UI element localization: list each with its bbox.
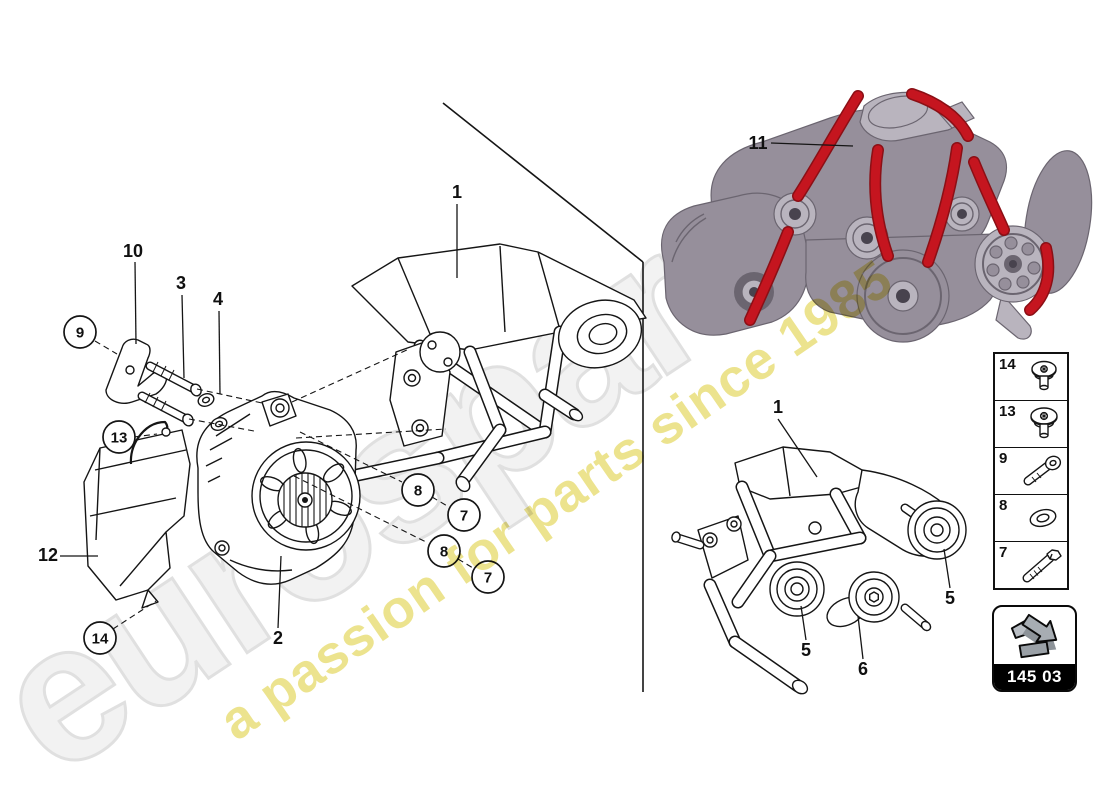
callout-8-lower[interactable]: 8 <box>427 534 461 568</box>
torx-screw-icon <box>1030 407 1058 439</box>
svg-text:7: 7 <box>460 508 468 525</box>
part-code-band: 145 03 <box>994 664 1075 690</box>
svg-text:8: 8 <box>440 544 448 561</box>
callout-5-right[interactable]: 5 <box>945 588 955 608</box>
washer-drawings <box>197 393 228 431</box>
svg-text:9: 9 <box>76 325 84 342</box>
callout-14[interactable]: 14 <box>83 621 117 655</box>
legend-number: 9 <box>999 450 1008 467</box>
legend-panel: 14 13 9 <box>993 352 1069 590</box>
torx-screw-icon <box>1031 360 1057 391</box>
svg-text:14: 14 <box>92 631 109 648</box>
legend-item-8[interactable]: 8 <box>995 495 1067 542</box>
washer-icon <box>1029 508 1057 528</box>
legend-number: 14 <box>999 356 1016 373</box>
callout-1-main[interactable]: 1 <box>452 182 462 202</box>
hex-bolt-icon <box>1022 549 1062 583</box>
callout-13[interactable]: 13 <box>102 420 136 454</box>
legend-item-9[interactable]: 9 <box>995 448 1067 495</box>
callout-7-lower[interactable]: 7 <box>471 560 505 594</box>
main-bracket-drawing <box>339 243 647 493</box>
callout-8-upper[interactable]: 8 <box>401 473 435 507</box>
part-code-box: 145 03 <box>992 605 1077 692</box>
legend-number: 7 <box>999 544 1008 561</box>
svg-text:8: 8 <box>414 483 422 500</box>
legend-number: 13 <box>999 403 1016 420</box>
callout-leader-lines <box>60 142 951 660</box>
callout-2[interactable]: 2 <box>273 628 283 648</box>
serpentine-belt <box>744 88 1055 326</box>
callout-6[interactable]: 6 <box>858 659 868 679</box>
assembled-pulleys <box>769 500 967 628</box>
left-housing-fins <box>671 213 707 263</box>
circled-callouts: 9 13 14 8 7 8 <box>63 315 505 655</box>
alternator-pulley <box>277 472 333 528</box>
direction-arrow-icon <box>1010 613 1057 658</box>
callout-10[interactable]: 10 <box>123 241 143 261</box>
plain-callout-labels: 1 10 3 4 12 2 11 1 5 5 6 <box>38 133 955 679</box>
retaining-spring-drawing <box>129 420 171 465</box>
legend-item-7[interactable]: 7 <box>995 542 1067 588</box>
crank-pulley <box>856 249 950 343</box>
part-code-icon-area <box>994 607 1075 664</box>
legend-item-13[interactable]: 13 <box>995 401 1067 448</box>
legend-item-14[interactable]: 14 <box>995 354 1067 401</box>
assembly-dashed-lines <box>94 340 474 630</box>
stud-drawings <box>137 361 202 427</box>
alternator-drawing <box>196 390 361 585</box>
callout-3[interactable]: 3 <box>176 273 186 293</box>
heat-shield-drawing <box>83 429 191 609</box>
legend-number: 8 <box>999 497 1008 514</box>
callout-7-upper[interactable]: 7 <box>447 498 481 532</box>
divider-line <box>442 102 644 692</box>
callout-11[interactable]: 11 <box>748 133 767 153</box>
svg-text:7: 7 <box>484 570 492 587</box>
callout-4[interactable]: 4 <box>213 289 223 309</box>
callout-9[interactable]: 9 <box>63 315 97 349</box>
callout-12[interactable]: 12 <box>38 545 58 565</box>
pan-head-bolt-icon <box>1023 455 1062 486</box>
callout-1-assembled[interactable]: 1 <box>773 397 783 417</box>
svg-text:13: 13 <box>111 430 128 447</box>
part-code-text: 145 03 <box>1007 667 1062 686</box>
callout-5-left[interactable]: 5 <box>801 640 811 660</box>
lower-right-stub <box>995 292 1032 340</box>
